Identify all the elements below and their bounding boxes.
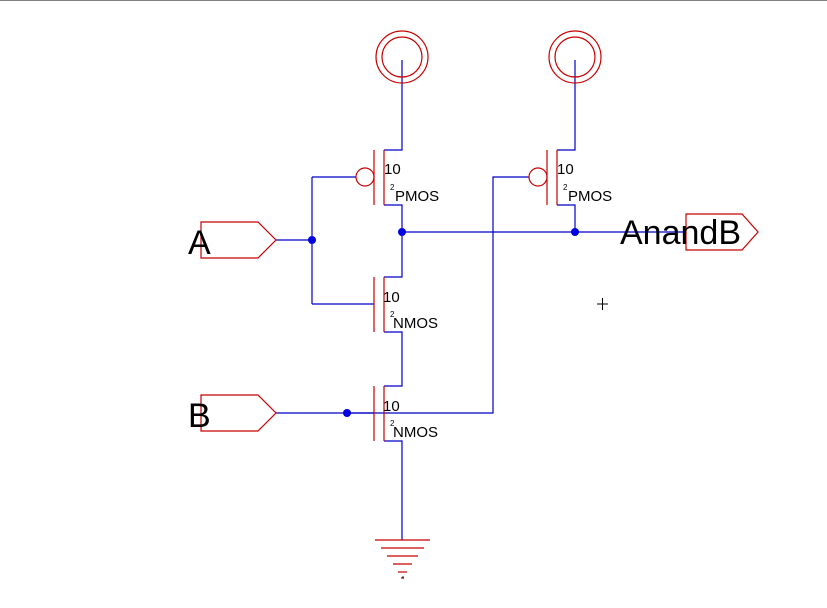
input-port-b[interactable]: B xyxy=(188,394,277,435)
junction-dot xyxy=(308,236,316,244)
wire-p2-drain xyxy=(557,204,576,232)
junctions xyxy=(308,228,579,417)
wires xyxy=(276,60,686,540)
vdd-icon[interactable] xyxy=(548,30,602,84)
port-label: B xyxy=(188,397,211,435)
pmos-transistor[interactable]: 10 2 PMOS xyxy=(355,150,439,205)
junction-dot xyxy=(398,228,406,236)
transistor-length: 2 xyxy=(390,310,395,319)
transistor-width: 10 xyxy=(383,289,400,306)
wire-n1-n2 xyxy=(384,331,403,387)
junction-dot xyxy=(343,409,351,417)
transistor-type: PMOS xyxy=(568,188,612,205)
wire-n2-gnd xyxy=(384,440,403,540)
port-label: AnandB xyxy=(620,214,741,252)
wire-vdd2-p2 xyxy=(557,60,576,151)
wire-p1-drain xyxy=(384,204,403,232)
crosshair-icon xyxy=(597,298,608,310)
transistor-length: 2 xyxy=(563,183,568,192)
nmos-transistor[interactable]: 10 2 NMOS xyxy=(373,277,438,332)
ground-icon[interactable] xyxy=(375,539,430,579)
transistor-type: NMOS xyxy=(393,315,438,332)
port-label: A xyxy=(188,224,211,262)
wire-vdd1-p1 xyxy=(384,60,403,151)
junction-dot xyxy=(571,228,579,236)
wire-b-p2-gate xyxy=(348,176,529,414)
transistor-type: NMOS xyxy=(393,424,438,441)
nmos-transistor[interactable]: 10 2 NMOS xyxy=(373,386,438,441)
transistor-width: 10 xyxy=(384,161,401,178)
vdd-icon[interactable] xyxy=(375,30,429,84)
transistor-length: 2 xyxy=(390,419,395,428)
transistor-length: 2 xyxy=(390,183,395,192)
pmos-transistor[interactable]: 10 2 PMOS xyxy=(528,150,612,205)
output-port[interactable]: AnandB xyxy=(620,213,759,252)
ground-marker xyxy=(402,576,404,578)
transistor-width: 10 xyxy=(557,161,574,178)
transistor-type: PMOS xyxy=(395,188,439,205)
wire-out-n1 xyxy=(384,232,403,278)
input-port-a[interactable]: A xyxy=(188,221,277,262)
transistor-width: 10 xyxy=(383,398,400,415)
